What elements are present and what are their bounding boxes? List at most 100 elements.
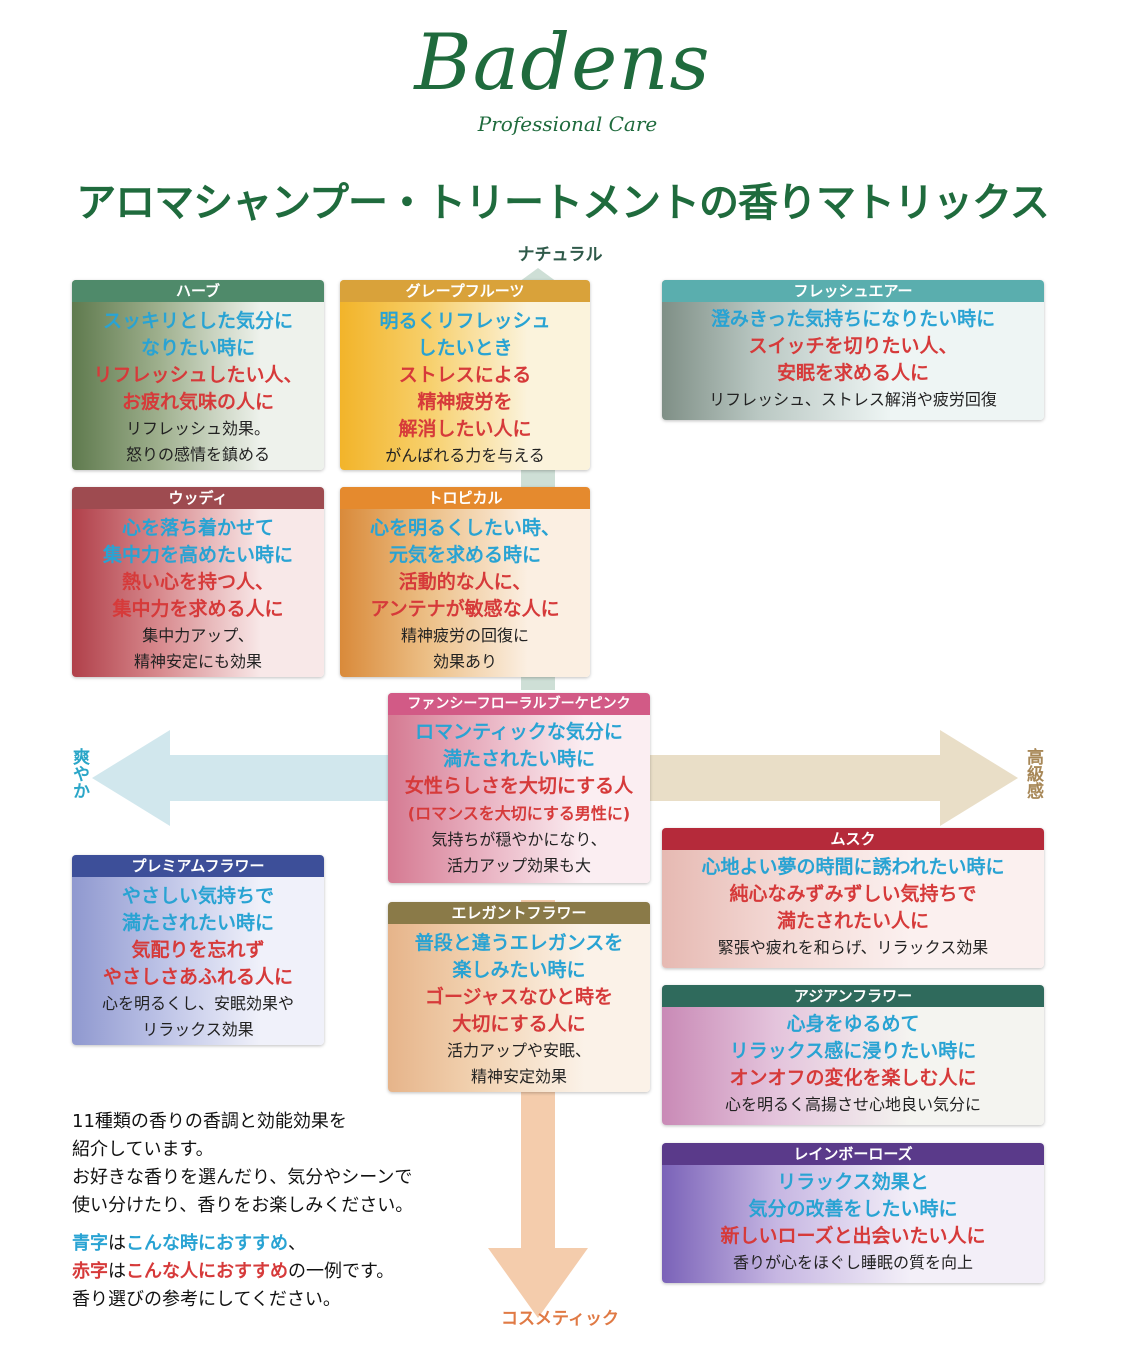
asian-flower-effect-1: 心を明るく高揚させ心地良い気分に <box>724 1095 981 1114</box>
herb-who-2: お疲れ気味の人に <box>121 391 274 413</box>
fancy-floral-who-1: 女性らしさを大切にする人 <box>404 775 634 797</box>
card-fancy-floral-title: ファンシーフローラルブーケピンク <box>388 693 650 715</box>
asian-flower-who-1: オンオフの変化を楽しむ人に <box>729 1067 977 1089</box>
intro-line-4: 使い分けたり、香りをお楽しみください。 <box>72 1195 414 1216</box>
brand-subtitle: Professional Care <box>477 112 658 136</box>
rainbow-rose-effect-1: 香りが心をほぐし睡眠の質を向上 <box>732 1253 973 1272</box>
rainbow-rose-when-1: リラックス効果と <box>777 1171 929 1193</box>
rainbow-rose-when-2: 気分の改善をしたい時に <box>748 1198 958 1220</box>
grapefruit-who-3: 解消したい人に <box>398 418 532 440</box>
woody-who-1: 熱い心を持つ人、 <box>121 571 274 593</box>
card-fancy-floral: ファンシーフローラルブーケピンク ロマンティックな気分に 満たされたい時に 女性… <box>388 693 650 883</box>
herb-who-1: リフレッシュしたい人、 <box>93 364 303 386</box>
axis-label-natural: ナチュラル <box>517 245 603 265</box>
legend-blue-word: 青字 <box>72 1233 108 1254</box>
tropical-effect-2: 効果あり <box>432 652 497 671</box>
card-herb: ハーブ スッキリとした気分に なりたい時に リフレッシュしたい人、 お疲れ気味の… <box>72 280 324 470</box>
legend-red-mid: は <box>108 1261 126 1282</box>
elegant-flower-who-1: ゴージャスなひと時を <box>424 986 614 1008</box>
grapefruit-who-1: ストレスによる <box>398 364 532 386</box>
premium-flower-when-1: やさしい気持ちで <box>121 885 274 907</box>
card-musk: ムスク 心地よい夢の時間に誘われたい時に 純心なみずみずしい気持ちで 満たされた… <box>662 828 1044 968</box>
fancy-floral-who-2: (ロマンスを大切にする男性に) <box>407 804 631 823</box>
card-premium-flower: プレミアムフラワー やさしい気持ちで 満たされたい時に 気配りを忘れず やさしさ… <box>72 855 324 1045</box>
premium-flower-effect-2: リラックス効果 <box>142 1020 254 1039</box>
woody-effect-2: 精神安定にも効果 <box>133 652 262 671</box>
tropical-when-1: 心を明るくしたい時、 <box>369 517 560 539</box>
herb-when-1: スッキリとした気分に <box>102 310 293 332</box>
card-grapefruit-title: グレープフルーツ <box>340 280 590 302</box>
card-rainbow-rose: レインボーローズ リラックス効果と 気分の改善をしたい時に 新しいローズと出会い… <box>662 1143 1044 1283</box>
musk-when-1: 心地よい夢の時間に誘われたい時に <box>701 856 1005 878</box>
intro-text: 11種類の香りの香調と効能効果を 紹介しています。 お好きな香りを選んだり、気分… <box>72 1108 413 1220</box>
card-grapefruit: グレープフルーツ 明るくリフレッシュ したいとき ストレスによる 精神疲労を 解… <box>340 280 590 470</box>
grapefruit-when-1: 明るくリフレッシュ <box>379 310 551 332</box>
woody-when-1: 心を落ち着かせて <box>121 517 274 539</box>
arrow-left <box>92 730 400 826</box>
card-premium-flower-title: プレミアムフラワー <box>72 855 324 877</box>
woody-when-2: 集中力を高めたい時に <box>102 544 293 566</box>
legend-blue-tail: 、 <box>288 1233 306 1254</box>
card-fresh-air-title: フレッシュエアー <box>662 280 1044 302</box>
legend-closing: 香り選びの参考にしてください。 <box>72 1289 341 1310</box>
tropical-who-1: 活動的な人に、 <box>398 571 532 593</box>
card-musk-title: ムスク <box>662 828 1044 850</box>
musk-who-2: 満たされたい人に <box>776 910 929 932</box>
brand-logo: Badens <box>414 18 711 108</box>
herb-when-2: なりたい時に <box>140 337 255 359</box>
card-asian-flower: アジアンフラワー 心身をゆるめて リラックス感に浸りたい時に オンオフの変化を楽… <box>662 985 1044 1125</box>
grapefruit-who-2: 精神疲労を <box>417 391 513 413</box>
card-tropical: トロピカル 心を明るくしたい時、 元気を求める時に 活動的な人に、 アンテナが敏… <box>340 487 590 677</box>
legend-red-tail: の一例です。 <box>288 1261 395 1282</box>
arrow-right <box>650 730 1018 826</box>
tropical-when-2: 元気を求める時に <box>388 544 541 566</box>
elegant-flower-when-2: 楽しみたい時に <box>452 959 586 981</box>
fancy-floral-effect-2: 活力アップ効果も大 <box>446 856 591 875</box>
herb-effect-2: 怒りの感情を鎮める <box>125 445 270 464</box>
musk-effect-1: 緊張や疲れを和らげ、リラックス効果 <box>717 938 989 957</box>
legend-blue: 青字はこんな時におすすめ、 <box>72 1230 394 1258</box>
asian-flower-when-1: 心身をゆるめて <box>786 1013 920 1035</box>
fresh-air-effect-1: リフレッシュ、ストレス解消や疲労回復 <box>709 390 997 409</box>
legend: 青字はこんな時におすすめ、 赤字はこんな人におすすめの一例です。 香り選びの参考… <box>72 1230 394 1314</box>
premium-flower-effect-1: 心を明るくし、安眠効果や <box>101 994 294 1013</box>
premium-flower-who-1: 気配りを忘れず <box>131 939 265 961</box>
card-woody-title: ウッディ <box>72 487 324 509</box>
elegant-flower-effect-2: 精神安定効果 <box>470 1067 567 1086</box>
woody-who-2: 集中力を求める人に <box>112 598 284 620</box>
legend-blue-mid: は <box>108 1233 126 1254</box>
tropical-effect-1: 精神疲労の回復に <box>400 626 529 645</box>
card-tropical-title: トロピカル <box>340 487 590 509</box>
musk-who-1: 純心なみずみずしい気持ちで <box>729 883 977 905</box>
legend-red-word: 赤字 <box>72 1261 108 1282</box>
elegant-flower-effect-1: 活力アップや安眠、 <box>446 1041 591 1060</box>
fresh-air-when-1: 澄みきった気持ちになりたい時に <box>710 308 996 330</box>
tropical-who-2: アンテナが敏感な人に <box>370 598 560 620</box>
card-elegant-flower: エレガントフラワー 普段と違うエレガンスを 楽しみたい時に ゴージャスなひと時を… <box>388 902 650 1092</box>
legend-red: 赤字はこんな人におすすめの一例です。 <box>72 1258 394 1286</box>
fancy-floral-when-2: 満たされたい時に <box>442 748 595 770</box>
rainbow-rose-who-1: 新しいローズと出会いたい人に <box>720 1225 986 1247</box>
intro-line-2: 紹介しています。 <box>72 1139 214 1160</box>
elegant-flower-who-2: 大切にする人に <box>452 1013 586 1035</box>
card-herb-title: ハーブ <box>72 280 324 302</box>
axis-label-luxury: 高級感 <box>1023 748 1043 799</box>
fresh-air-who-2: 安眠を求める人に <box>776 362 929 384</box>
card-elegant-flower-title: エレガントフラワー <box>388 902 650 924</box>
intro-line-1: 11種類の香りの香調と効能効果を <box>72 1111 347 1132</box>
fresh-air-who-1: スイッチを切りたい人、 <box>748 335 958 357</box>
premium-flower-who-2: やさしさあふれる人に <box>102 966 293 988</box>
arrow-down <box>488 900 588 1318</box>
card-asian-flower-title: アジアンフラワー <box>662 985 1044 1007</box>
legend-blue-meaning: こんな時におすすめ <box>126 1233 288 1254</box>
grapefruit-effect-1: がんばれる力を与える <box>385 446 545 465</box>
card-rainbow-rose-title: レインボーローズ <box>662 1143 1044 1165</box>
axis-label-cosmetic: コスメティック <box>501 1309 619 1329</box>
legend-red-meaning: こんな人におすすめ <box>126 1261 288 1282</box>
fancy-floral-when-1: ロマンティックな気分に <box>415 721 623 743</box>
herb-effect-1: リフレッシュ効果。 <box>125 419 270 438</box>
elegant-flower-when-1: 普段と違うエレガンスを <box>414 932 624 954</box>
grapefruit-when-2: したいとき <box>417 337 513 359</box>
asian-flower-when-2: リラックス感に浸りたい時に <box>729 1040 977 1062</box>
intro-line-3: お好きな香りを選んだり、気分やシーンで <box>72 1167 413 1188</box>
